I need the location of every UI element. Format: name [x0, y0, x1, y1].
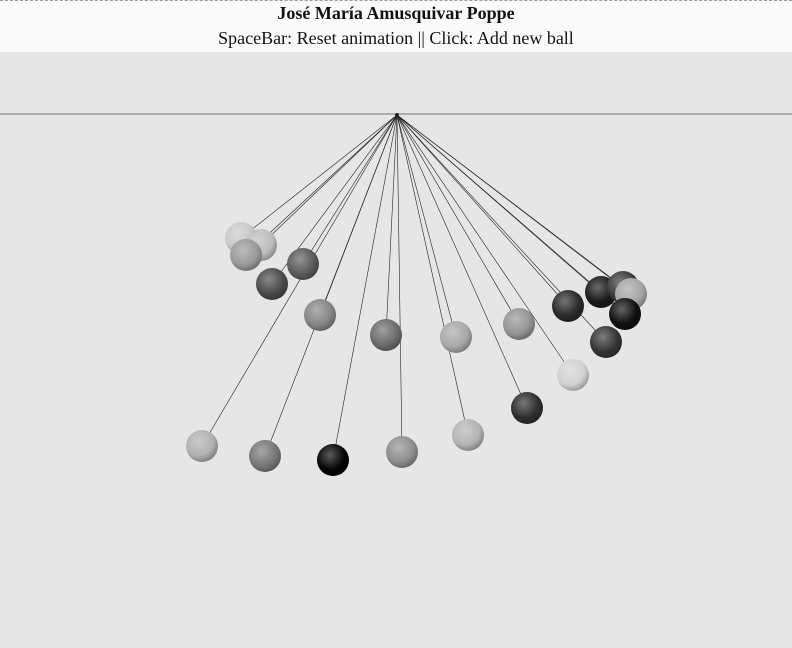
pendulum-ball [552, 290, 584, 322]
pendulum-string [396, 114, 632, 295]
pendulum-string [260, 114, 398, 246]
pendulum-string [245, 114, 398, 256]
strings-layer [201, 114, 632, 461]
pendulum-ball [503, 308, 535, 340]
pendulum-string [396, 114, 569, 307]
pendulum-ball [317, 444, 349, 476]
instructions-text: SpaceBar: Reset animation || Click: Add … [218, 28, 574, 48]
pendulum-string [240, 114, 398, 239]
pendulum-ball [230, 239, 262, 271]
pendulum-string [201, 114, 398, 447]
pendulum-string [396, 114, 457, 338]
pendulum-string [302, 114, 398, 265]
pendulum-ball [440, 321, 472, 353]
pendulum-string [332, 114, 398, 461]
pendulum-ball [287, 248, 319, 280]
header-bar: José María Amusquivar Poppe SpaceBar: Re… [0, 0, 792, 52]
pendulum-ball [304, 299, 336, 331]
pendulum-ball [511, 392, 543, 424]
pendulum-string [385, 114, 398, 336]
pendulum-ball [590, 326, 622, 358]
balls-layer [186, 222, 647, 476]
pendulum-string [396, 114, 528, 409]
pendulum-ball [609, 298, 641, 330]
pendulum-canvas[interactable] [0, 52, 792, 648]
pendulum-ball [386, 436, 418, 468]
pendulum-ball [557, 359, 589, 391]
pivot-point [395, 113, 399, 117]
pendulum-string [396, 114, 574, 376]
pendulum-ball [370, 319, 402, 351]
pendulum-ball [452, 419, 484, 451]
pendulum-string [396, 114, 403, 453]
pendulum-string [396, 114, 626, 315]
author-title: José María Amusquivar Poppe [277, 3, 515, 23]
pendulum-string [396, 114, 469, 436]
pendulum-string [396, 114, 520, 325]
pendulum-ball [256, 268, 288, 300]
pendulum-scene [0, 113, 792, 476]
pendulum-ball [186, 430, 218, 462]
pendulum-ball [249, 440, 281, 472]
pendulum-string [264, 114, 398, 457]
